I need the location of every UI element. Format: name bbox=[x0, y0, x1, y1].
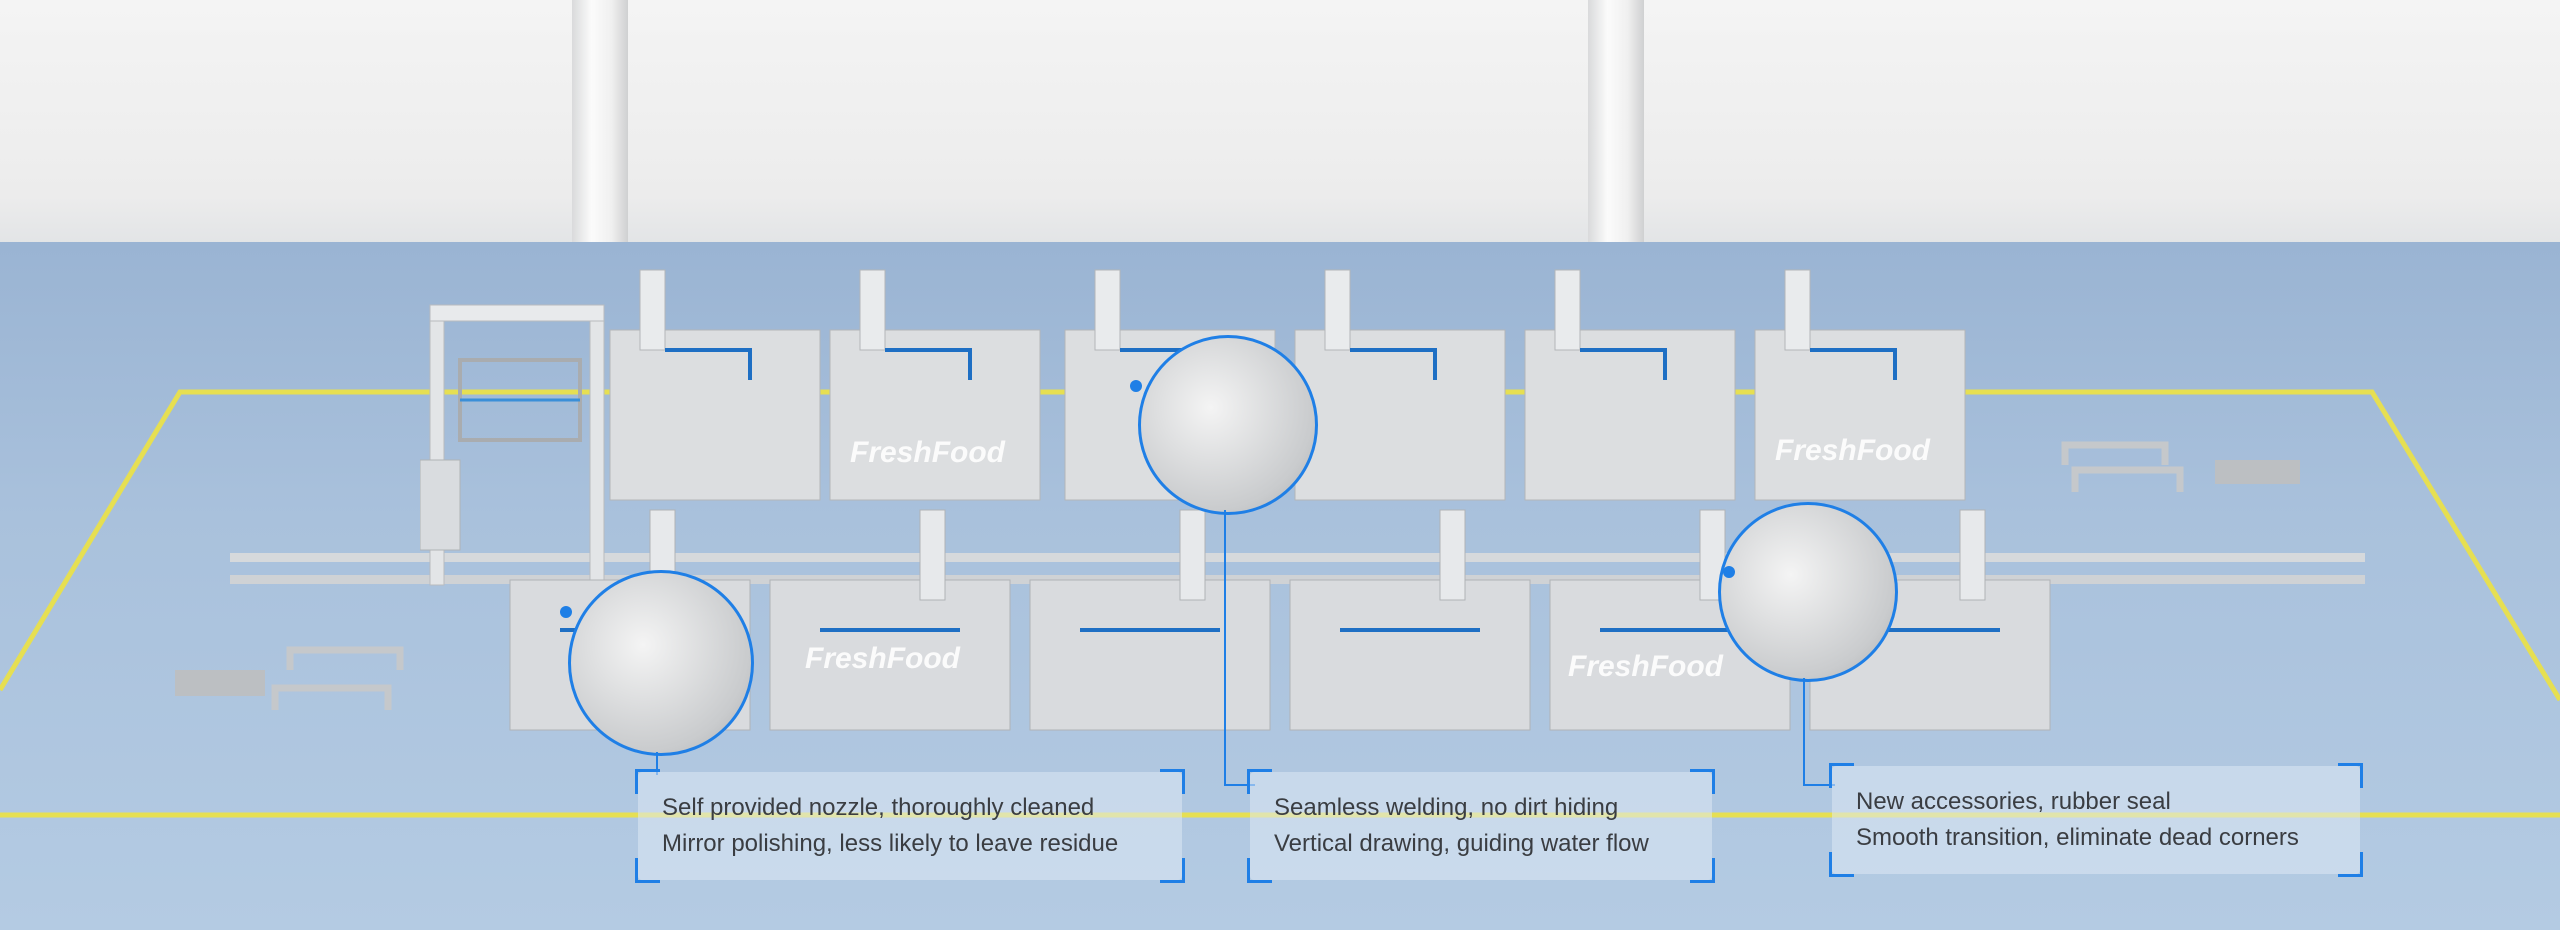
svg-text:FreshFood: FreshFood bbox=[1568, 650, 1724, 683]
weld-detail-zoom bbox=[1138, 335, 1318, 515]
wall-pillar-right bbox=[1588, 0, 1644, 255]
callout-seal: New accessories, rubber seal Smooth tran… bbox=[1829, 763, 2363, 877]
svg-text:FreshFood: FreshFood bbox=[850, 436, 1006, 469]
nozzle-detail-zoom bbox=[568, 570, 754, 756]
callout-weld-line2: Vertical drawing, guiding water flow bbox=[1274, 830, 1649, 857]
callout-seal-line2: Smooth transition, eliminate dead corner… bbox=[1856, 824, 2299, 851]
callout-nozzle-line1: Self provided nozzle, thoroughly cleaned bbox=[662, 794, 1095, 821]
seal-marker bbox=[1723, 566, 1735, 578]
callout-nozzle-line2: Mirror polishing, less likely to leave r… bbox=[662, 830, 1119, 857]
callout-weld: Seamless welding, no dirt hiding Vertica… bbox=[1247, 769, 1715, 883]
nozzle-marker bbox=[560, 606, 572, 618]
svg-text:FreshFood: FreshFood bbox=[805, 642, 961, 675]
seal-detail-zoom bbox=[1718, 502, 1898, 682]
callout-seal-line1: New accessories, rubber seal bbox=[1856, 788, 2171, 815]
wall-pillar-left bbox=[572, 0, 628, 255]
svg-text:FreshFood: FreshFood bbox=[1775, 434, 1931, 467]
lifting-frame bbox=[420, 304, 605, 586]
callout-nozzle: Self provided nozzle, thoroughly cleaned… bbox=[635, 769, 1185, 883]
callout-weld-line1: Seamless welding, no dirt hiding bbox=[1274, 794, 1619, 821]
machine-front-row bbox=[509, 509, 2051, 731]
weld-marker bbox=[1130, 380, 1142, 392]
back-wall bbox=[0, 0, 2560, 245]
